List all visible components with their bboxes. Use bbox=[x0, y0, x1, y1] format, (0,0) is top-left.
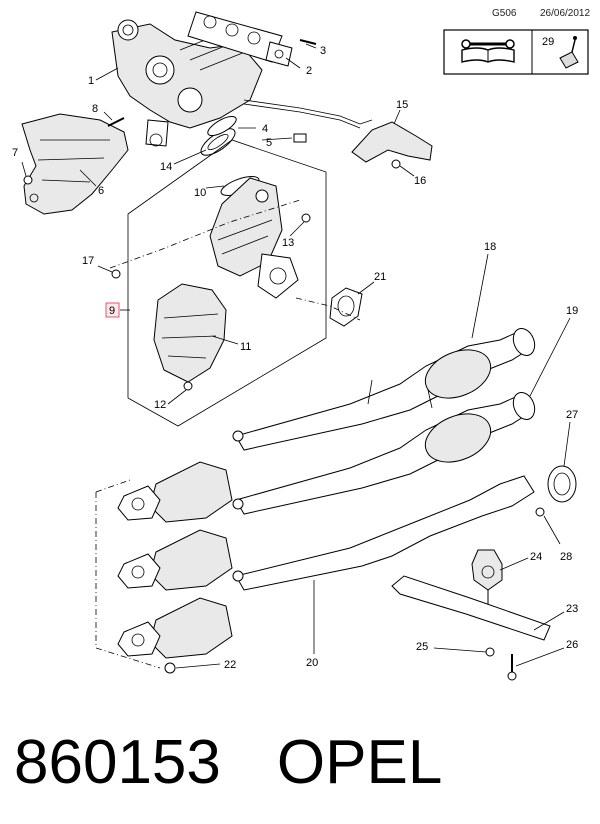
nut-22 bbox=[164, 662, 176, 674]
callout-26: 26 bbox=[566, 639, 578, 651]
callout-25: 25 bbox=[416, 641, 428, 653]
gasket-21 bbox=[329, 287, 363, 327]
diagram-svg: 29 bbox=[12, 11, 589, 681]
callout-4: 4 bbox=[262, 123, 268, 135]
ring-4 bbox=[207, 115, 237, 137]
diagram-date: 26/06/2012 bbox=[540, 8, 591, 19]
callout-9: 9 bbox=[109, 305, 115, 317]
heat-shield-11 bbox=[153, 283, 227, 383]
callout-18: 18 bbox=[484, 241, 496, 253]
exhaust-pipe-18 bbox=[235, 327, 536, 451]
exhaust-pipe-19 bbox=[235, 391, 536, 515]
dash-chain-9 bbox=[109, 199, 361, 321]
wrench-book-icon bbox=[461, 39, 515, 63]
callout-16: 16 bbox=[414, 175, 426, 187]
callout-7: 7 bbox=[12, 147, 18, 159]
callout-13: 13 bbox=[282, 237, 294, 249]
callout-22: 22 bbox=[224, 659, 236, 671]
bracket-23 bbox=[391, 575, 551, 641]
callout-6: 6 bbox=[98, 185, 104, 197]
callout-1: 1 bbox=[88, 75, 94, 87]
turbo-manifold-assembly bbox=[111, 19, 263, 147]
sealant-tube-icon bbox=[559, 36, 579, 69]
part-number: 860153 bbox=[14, 728, 221, 797]
exhaust-pipe-20 bbox=[235, 475, 535, 591]
callout-5: 5 bbox=[266, 137, 272, 149]
part-title: 860153 OPEL bbox=[14, 718, 594, 808]
callout-9-box: 9 bbox=[105, 302, 120, 318]
nut-13 bbox=[301, 213, 311, 223]
callout-28: 28 bbox=[560, 551, 572, 563]
brand-name: OPEL bbox=[276, 728, 443, 797]
bolt-25 bbox=[485, 647, 495, 657]
front-cat-pipes bbox=[117, 430, 244, 659]
callout-27: 27 bbox=[566, 409, 578, 421]
heat-shield-6 bbox=[21, 113, 129, 215]
exhaust-parts-diagram: G506 26/06/2012 29 bbox=[12, 8, 591, 681]
callout-11: 11 bbox=[240, 341, 251, 353]
callout-14: 14 bbox=[160, 161, 172, 173]
callout-3: 3 bbox=[320, 45, 326, 57]
info-box-number: 29 bbox=[542, 36, 554, 48]
cable-5 bbox=[243, 99, 373, 143]
callout-12: 12 bbox=[154, 399, 166, 411]
dash-chain-left bbox=[95, 479, 161, 669]
info-box: 29 bbox=[443, 29, 589, 75]
callout-21: 21 bbox=[374, 271, 386, 283]
callout-24: 24 bbox=[530, 551, 542, 563]
callout-19: 19 bbox=[566, 305, 578, 317]
callout-labels: 1 2 3 4 5 6 7 8 9 10 11 12 13 14 15 16 1… bbox=[12, 45, 578, 671]
callout-15: 15 bbox=[396, 99, 408, 111]
stud-3 bbox=[299, 39, 317, 45]
callout-20: 20 bbox=[306, 657, 318, 669]
bolt-8 bbox=[107, 117, 125, 127]
bolt-7 bbox=[23, 175, 33, 185]
cat-group-frame bbox=[127, 139, 327, 427]
manifold-gasket bbox=[187, 11, 293, 67]
callout-17: 17 bbox=[82, 255, 94, 267]
leader-lines bbox=[21, 43, 571, 669]
hanger-24 bbox=[471, 549, 503, 591]
bolt-26 bbox=[507, 654, 517, 681]
callout-23: 23 bbox=[566, 603, 578, 615]
callout-10: 10 bbox=[194, 187, 206, 199]
gasket-27 bbox=[547, 465, 577, 503]
bolt-17 bbox=[111, 269, 121, 279]
callout-8: 8 bbox=[92, 103, 98, 115]
callout-2: 2 bbox=[306, 65, 312, 77]
bolt-16 bbox=[391, 159, 401, 169]
bracket-15 bbox=[351, 121, 433, 163]
catalytic-converter-13 bbox=[209, 177, 299, 299]
nut-28 bbox=[535, 507, 545, 517]
diagram-code: G506 bbox=[492, 8, 517, 19]
bolt-12 bbox=[183, 381, 193, 391]
